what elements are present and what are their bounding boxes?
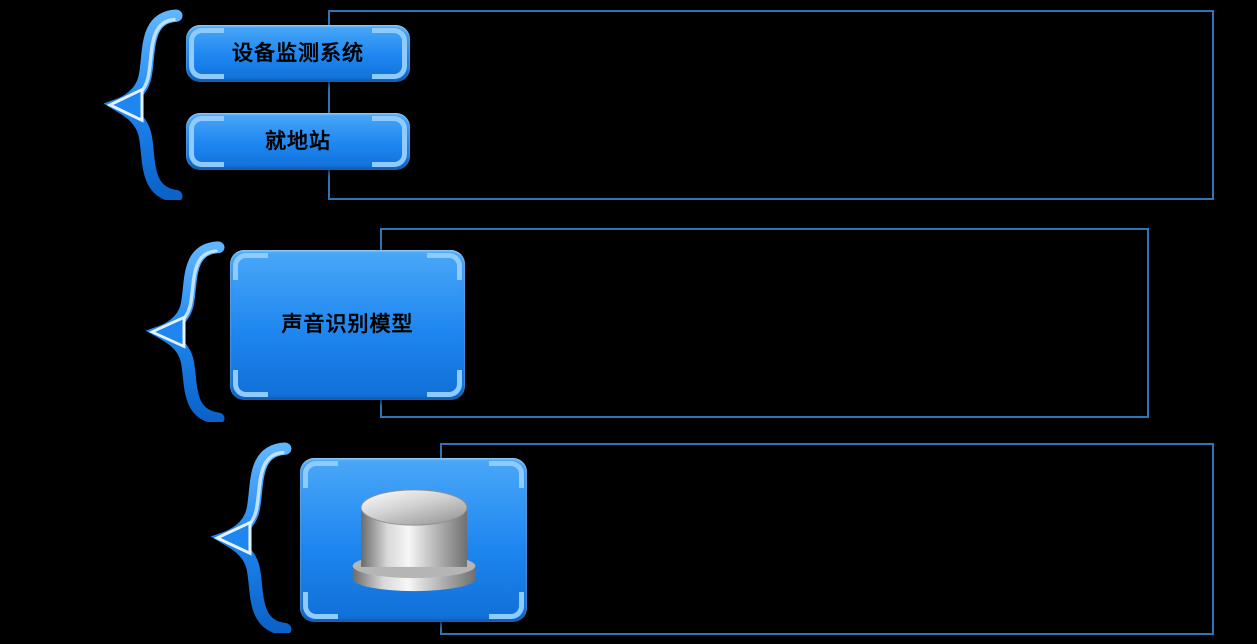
curly-brace-arrow-icon xyxy=(145,241,225,422)
corner-accent xyxy=(372,52,407,79)
corner-accent xyxy=(427,253,462,280)
corner-accent xyxy=(372,116,407,143)
corner-accent xyxy=(189,116,224,143)
node-label: 设备监测系统 xyxy=(232,41,364,65)
node-label: 声音识别模型 xyxy=(281,313,414,337)
metal-cylinder-sensor-image xyxy=(352,489,475,592)
corner-accent xyxy=(489,461,524,488)
annotation-box-top xyxy=(328,10,1214,200)
node-local-station: 就地站 xyxy=(186,113,410,170)
corner-accent xyxy=(189,140,224,167)
corner-accent xyxy=(303,592,338,619)
curly-brace-arrow-icon xyxy=(103,9,183,200)
node-sensor-device xyxy=(300,458,527,622)
corner-accent xyxy=(189,52,224,79)
corner-accent xyxy=(372,28,407,55)
corner-accent xyxy=(233,253,268,280)
corner-accent xyxy=(427,370,462,397)
corner-accent xyxy=(489,592,524,619)
corner-accent xyxy=(189,28,224,55)
node-equipment-monitoring-system: 设备监测系统 xyxy=(186,25,410,82)
node-label: 就地站 xyxy=(265,129,331,153)
corner-accent xyxy=(372,140,407,167)
node-sound-recognition-model: 声音识别模型 xyxy=(230,250,465,400)
annotation-box-middle xyxy=(380,228,1149,418)
curly-brace-arrow-icon xyxy=(210,442,292,633)
corner-accent xyxy=(233,370,268,397)
annotation-box-bottom xyxy=(440,443,1214,635)
corner-accent xyxy=(303,461,338,488)
